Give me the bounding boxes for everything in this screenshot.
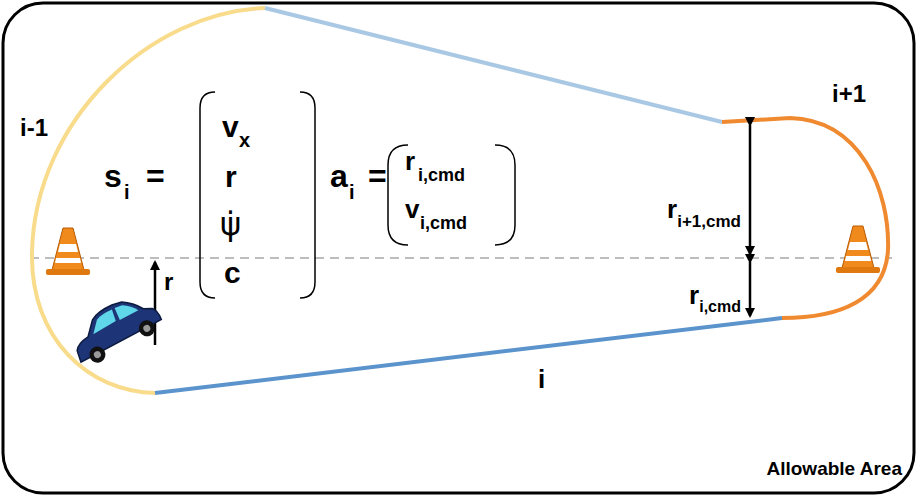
state-entry: v (222, 112, 239, 142)
segment-label: i (538, 366, 545, 392)
matrix-bracket (300, 92, 315, 298)
state-entry: r (225, 162, 237, 192)
subscript: i,cmd (699, 299, 741, 315)
subscript: i (124, 182, 130, 202)
state-symbol: s (104, 160, 122, 192)
subscript: x (239, 130, 250, 150)
matrix-bracket (495, 145, 515, 245)
subscript: i (349, 182, 355, 202)
segment-i-minus-1 (32, 8, 265, 393)
subscript: i+1,cmd (677, 213, 741, 230)
matrix-bracket (200, 92, 215, 298)
segment-i-plus-1 (722, 118, 888, 318)
subscript: i,cmd (420, 214, 467, 232)
state-entry: c (224, 258, 241, 288)
segment-i (155, 318, 782, 393)
equals-sign: = (368, 160, 387, 192)
equals-sign: = (146, 160, 165, 192)
center-line (30, 257, 892, 259)
area-label: Allowable Area (766, 459, 902, 478)
action-entry: v (405, 196, 419, 222)
state-entry: ψ̇ (220, 208, 241, 240)
segment-label: i+1 (832, 82, 866, 106)
radius-arrow (154, 262, 157, 345)
dimension-label: r (689, 282, 699, 308)
allowable-area-border (3, 3, 914, 493)
dimension-label: r (667, 196, 677, 222)
action-entry: r (405, 148, 415, 174)
car-icon (64, 287, 166, 370)
traffic-cone (46, 228, 90, 275)
segment-label: i-1 (20, 116, 48, 140)
subscript: i,cmd (418, 166, 465, 184)
dimension-arrow (749, 262, 752, 316)
segment-top-line (265, 8, 722, 122)
dimension-arrow (749, 125, 752, 254)
radius-label: r (164, 270, 173, 294)
traffic-cone (836, 226, 880, 273)
action-symbol: a (330, 160, 348, 192)
